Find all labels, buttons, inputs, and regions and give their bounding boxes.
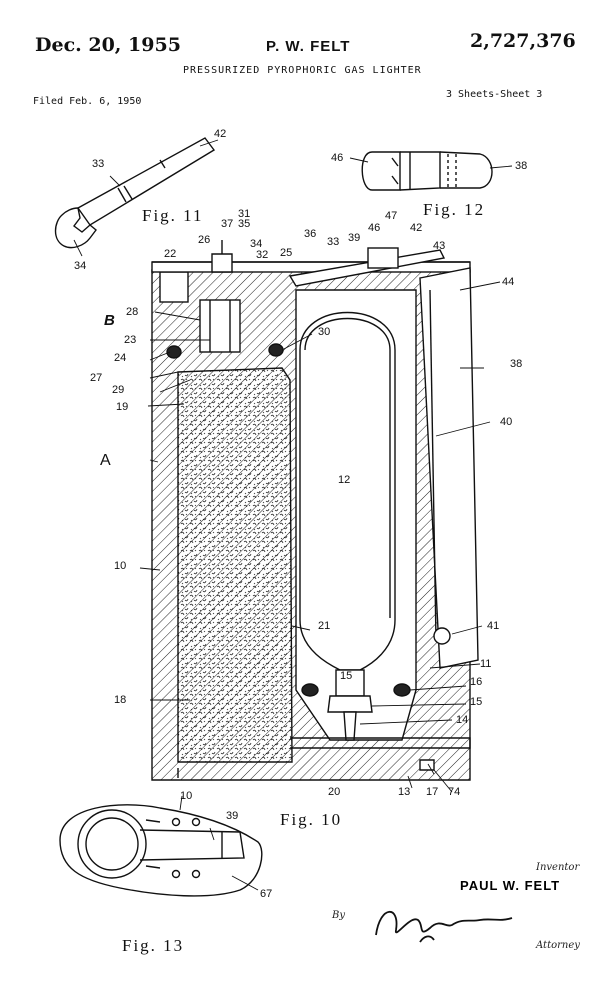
fig11-wrench [56, 138, 215, 248]
ref-67: 67 [260, 888, 272, 900]
ref-47: 47 [385, 210, 397, 222]
attorney-signature [376, 912, 512, 942]
ref-13: 13 [398, 786, 410, 798]
ref-36: 36 [304, 228, 316, 240]
attorney-role: Attorney [536, 940, 580, 951]
ref-A: A [100, 452, 111, 470]
ref-33-b: 33 [327, 236, 339, 248]
ref-28: 28 [126, 306, 138, 318]
ref-12: 12 [338, 474, 350, 486]
ref-26-a: 26 [198, 234, 210, 246]
ref-14: 14 [456, 714, 468, 726]
by-label: By [332, 910, 345, 921]
ref-24: 24 [114, 352, 126, 364]
ref-32: 32 [256, 249, 268, 261]
ref-37: 37 [221, 218, 233, 230]
ref-B: B [104, 312, 115, 329]
ref-25: 25 [280, 247, 292, 259]
ref-41: 41 [487, 620, 499, 632]
ref-17: 17 [426, 786, 438, 798]
inventor-name-signature: PAUL W. FELT [460, 878, 560, 893]
ref-38-b: 38 [510, 358, 522, 370]
caption-fig11: Fig. 11 [142, 206, 204, 226]
ref-22: 22 [164, 248, 176, 260]
ref-19: 19 [116, 401, 128, 413]
ref-74: 74 [448, 786, 460, 798]
ref-16: 16 [470, 676, 482, 688]
ref-33-top: 33 [92, 158, 104, 170]
ref-23: 23 [124, 334, 136, 346]
ref-21: 21 [318, 620, 330, 632]
ref-20: 20 [328, 786, 340, 798]
ref-42-b: 42 [410, 222, 422, 234]
ref-34-top: 34 [74, 260, 86, 272]
ref-43: 43 [433, 240, 445, 252]
ref-42-top: 42 [214, 128, 226, 140]
ref-40: 40 [500, 416, 512, 428]
ref-15-a: 15 [340, 670, 352, 682]
ref-30: 30 [318, 326, 330, 338]
ref-27: 27 [90, 372, 102, 384]
fig10-lighter-section [152, 240, 478, 780]
ref-10-b: 10 [180, 790, 192, 802]
ref-38-top: 38 [515, 160, 527, 172]
inventor-role: Inventor [536, 862, 579, 873]
ref-39-b: 39 [226, 810, 238, 822]
caption-fig13: Fig. 13 [122, 936, 184, 956]
ref-18: 18 [114, 694, 126, 706]
ref-10-a: 10 [114, 560, 126, 572]
ref-46-b: 46 [368, 222, 380, 234]
ref-46-top: 46 [331, 152, 343, 164]
ref-39-a: 39 [348, 232, 360, 244]
ref-11: 11 [480, 658, 491, 670]
fig12-cap [362, 152, 492, 190]
caption-fig12: Fig. 12 [423, 200, 485, 220]
ref-44: 44 [502, 276, 514, 288]
ref-29: 29 [112, 384, 124, 396]
caption-fig10: Fig. 10 [280, 810, 342, 830]
ref-15-b: 15 [470, 696, 482, 708]
ref-31: 31 [238, 208, 250, 220]
